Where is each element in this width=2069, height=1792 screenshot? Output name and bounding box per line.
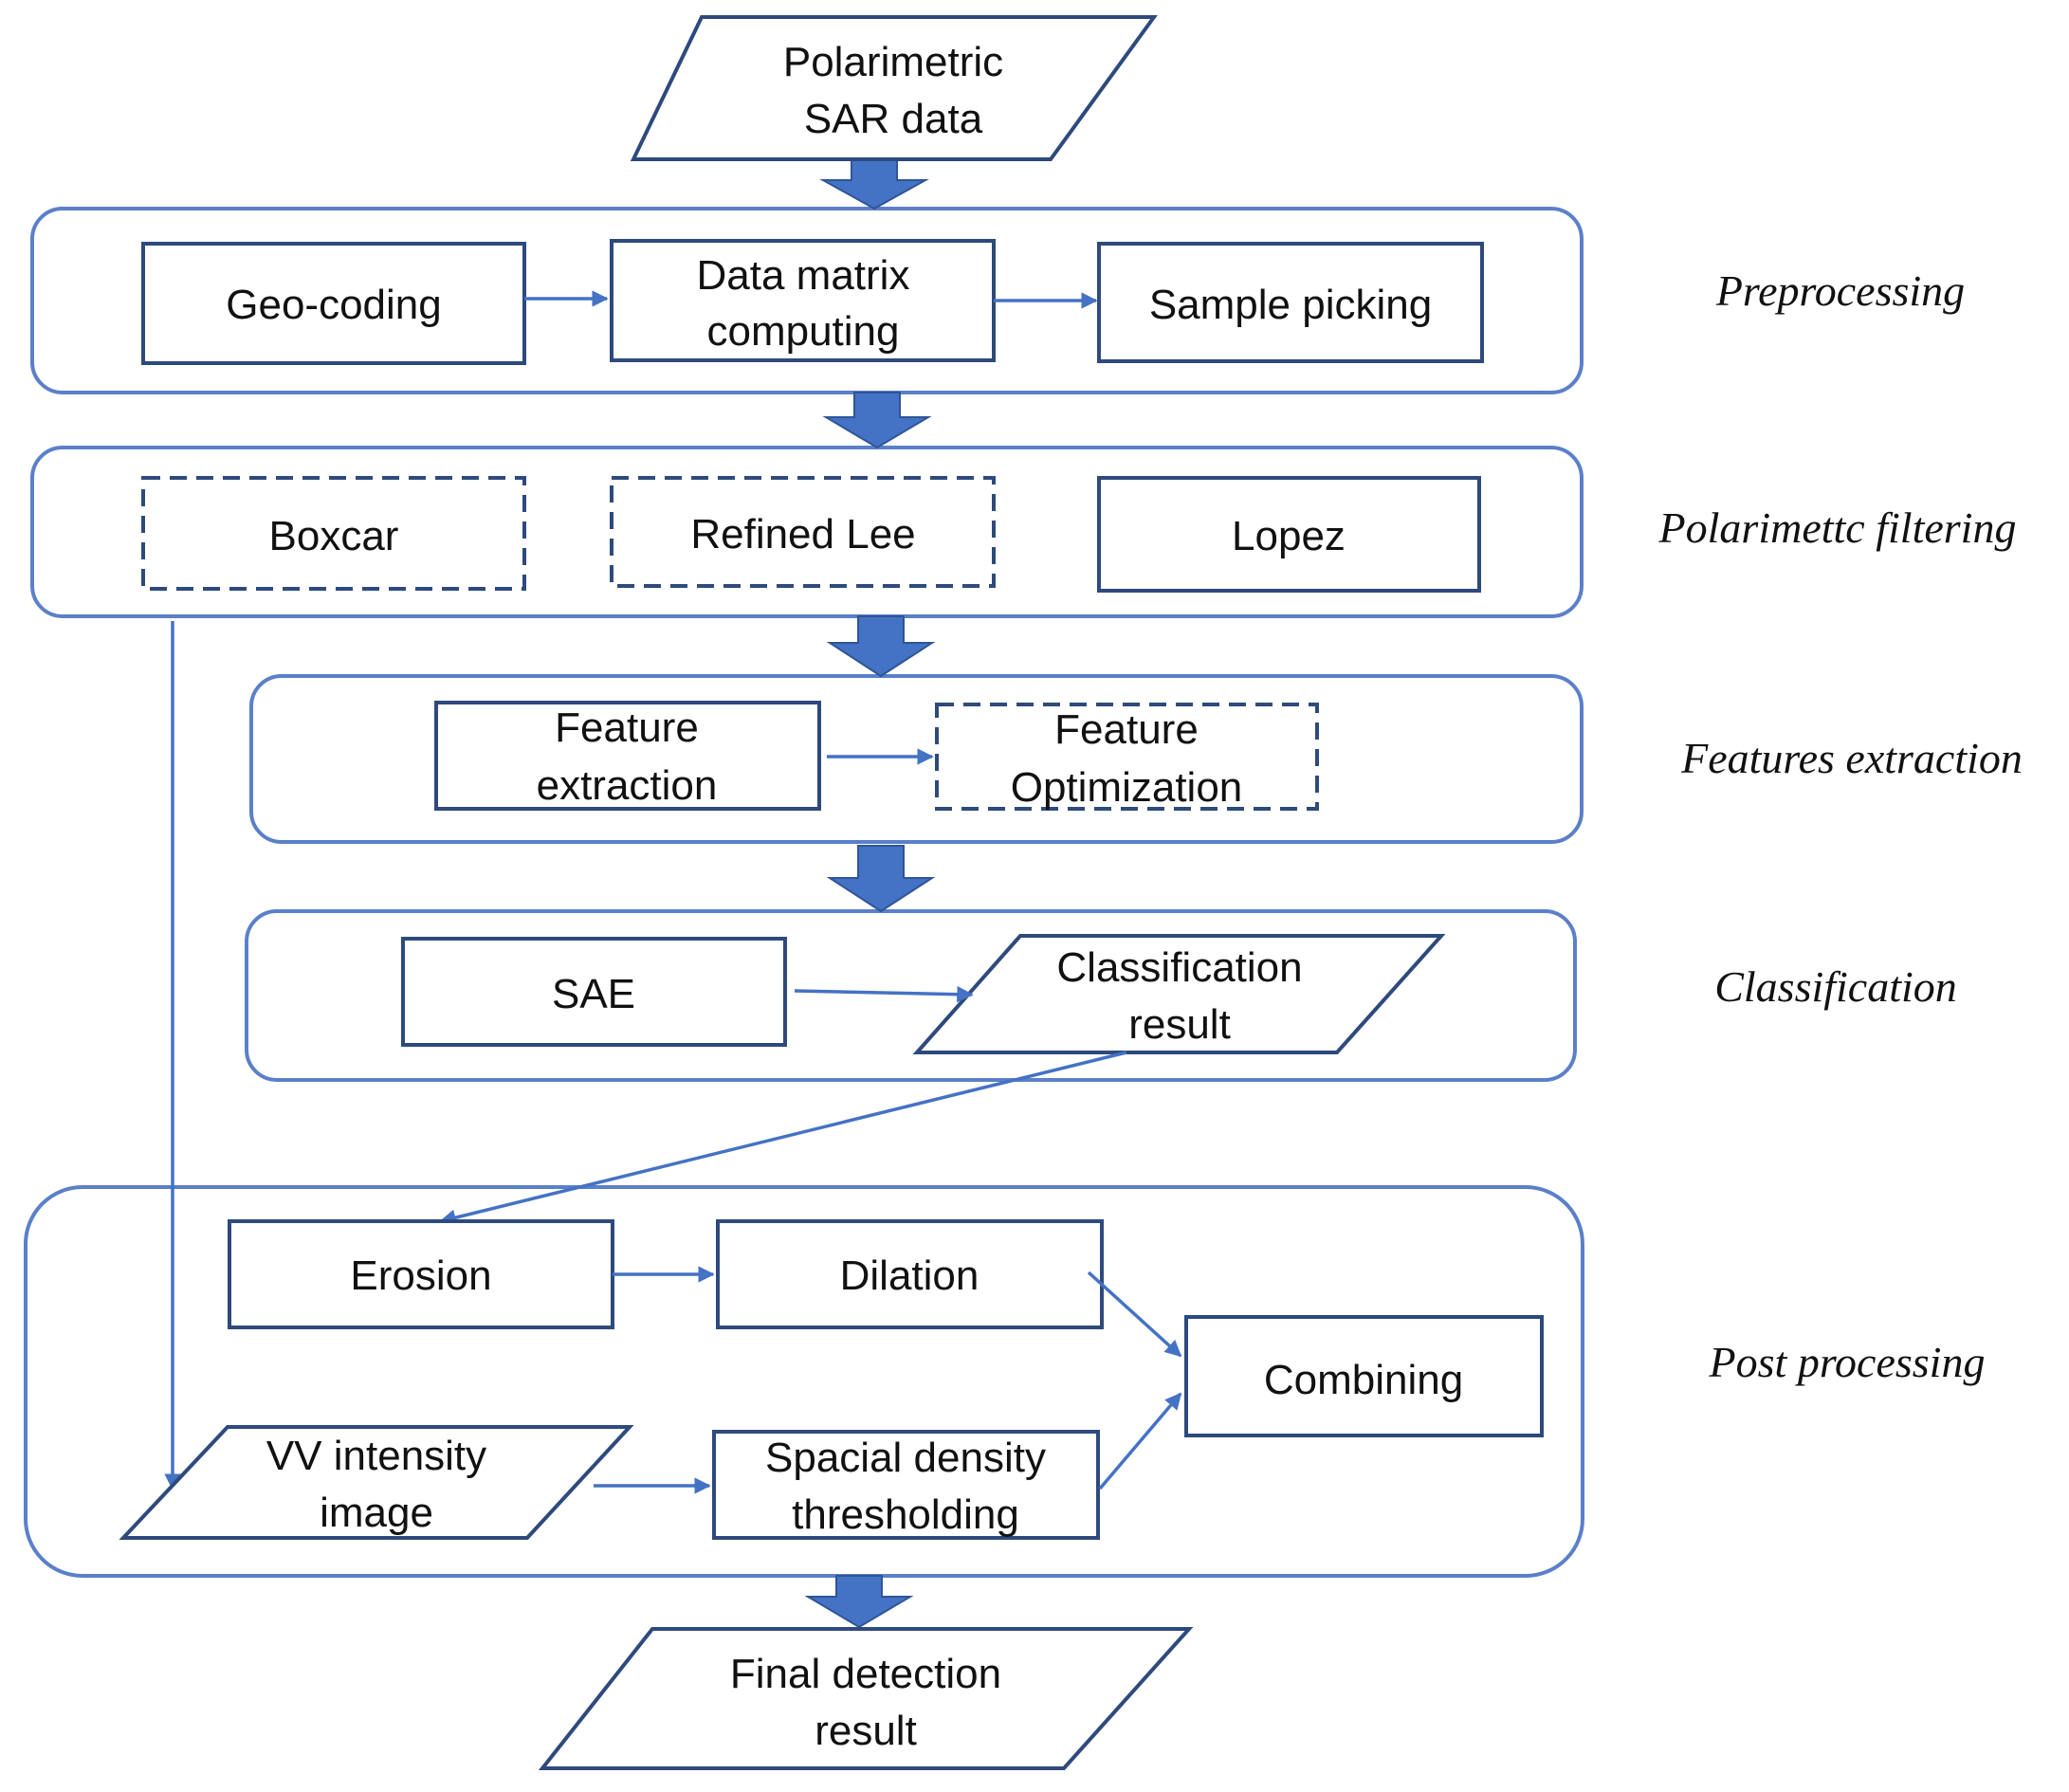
data-matrix-label-2: computing xyxy=(706,308,899,355)
sae-label: SAE xyxy=(552,971,635,1017)
vv-intensity-node xyxy=(119,1425,634,1540)
input-label-1: Polarimetric xyxy=(783,39,1003,85)
combining-label: Combining xyxy=(1264,1357,1463,1403)
preprocessing-group xyxy=(30,207,1584,394)
stage-label-classification: Classification xyxy=(1714,962,1957,1011)
stage-label-features: Features extraction xyxy=(1680,734,2023,782)
output-label-1: Final detection xyxy=(730,1651,1001,1697)
features-group xyxy=(249,674,1584,844)
refined-lee-node xyxy=(610,476,996,588)
stage-label-filtering: Polarimettc filtering xyxy=(1658,503,2017,552)
classification-group xyxy=(245,909,1577,1082)
input-label-2: SAR data xyxy=(804,96,983,142)
flow-arrow-input xyxy=(819,155,929,210)
output-node xyxy=(538,1627,1194,1770)
output-label-2: result xyxy=(815,1708,917,1754)
spacial-density-label-1: Spacial density xyxy=(765,1435,1046,1481)
post-processing-group xyxy=(24,1185,1584,1578)
dilation-label: Dilation xyxy=(840,1253,980,1299)
classification-result-label-2: result xyxy=(1128,1001,1231,1048)
flow-arrow-features xyxy=(826,845,936,913)
stage-label-preprocessing: Preprocessing xyxy=(1715,266,1965,315)
lopez-node xyxy=(1097,476,1481,593)
connector-spacial-combining xyxy=(1098,1392,1182,1490)
classification-result-node xyxy=(912,934,1446,1054)
connector-sae-result xyxy=(794,985,974,1003)
refined-lee-label: Refined Lee xyxy=(690,511,915,558)
lopez-label: Lopez xyxy=(1232,513,1346,559)
spacial-density-label-2: thresholding xyxy=(792,1491,1019,1538)
connector-result-erosion xyxy=(439,1051,1127,1226)
boxcar-label: Boxcar xyxy=(269,513,399,559)
feature-optimization-label-1: Feature xyxy=(1054,706,1199,753)
input-node xyxy=(630,15,1158,161)
combining-node xyxy=(1184,1315,1544,1437)
data-matrix-node xyxy=(610,239,996,362)
feature-extraction-label-2: extraction xyxy=(537,762,718,809)
flow-arrow-post xyxy=(804,1575,914,1629)
vv-intensity-label-1: VV intensity xyxy=(266,1433,486,1479)
erosion-node xyxy=(228,1219,614,1329)
feature-extraction-label-1: Feature xyxy=(555,704,699,751)
erosion-label: Erosion xyxy=(350,1253,491,1299)
feature-optimization-label-2: Optimization xyxy=(1011,764,1243,811)
spacial-density-node xyxy=(712,1430,1100,1540)
flow-arrow-preprocessing xyxy=(822,392,932,449)
feature-optimization-node xyxy=(935,703,1319,811)
feature-extraction-node xyxy=(434,701,821,811)
flow-arrow-filtering xyxy=(826,615,936,678)
sample-picking-label: Sample picking xyxy=(1149,282,1432,328)
stage-label-post: Post processing xyxy=(1709,1338,1986,1386)
data-matrix-label-1: Data matrix xyxy=(697,252,910,299)
classification-result-label-1: Classification xyxy=(1056,944,1302,991)
sae-node xyxy=(401,937,787,1047)
geocoding-label: Geo-coding xyxy=(226,282,441,328)
vv-intensity-label-2: image xyxy=(320,1490,433,1536)
boxcar-node xyxy=(141,476,526,591)
filtering-group xyxy=(30,446,1584,618)
sample-picking-node xyxy=(1097,242,1484,363)
connector-dilation-combining xyxy=(1087,1271,1182,1358)
geocoding-node xyxy=(141,242,526,365)
dilation-node xyxy=(716,1219,1104,1329)
